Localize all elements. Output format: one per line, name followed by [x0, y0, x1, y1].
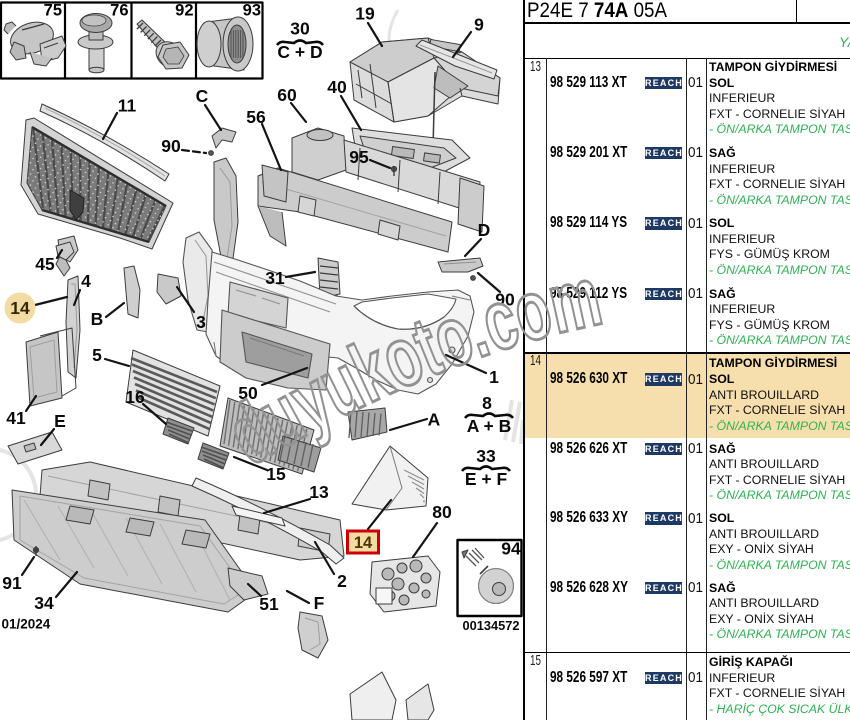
svg-text:94: 94	[501, 539, 521, 559]
svg-text:91: 91	[2, 573, 22, 593]
svg-text:3: 3	[196, 312, 206, 332]
svg-text:16: 16	[125, 387, 145, 407]
svg-text:2: 2	[337, 571, 347, 591]
svg-text:41: 41	[6, 408, 26, 428]
svg-text:4: 4	[81, 271, 91, 291]
svg-text:11: 11	[118, 96, 137, 116]
svg-text:34: 34	[34, 593, 54, 613]
svg-text:F: F	[314, 593, 325, 613]
svg-text:duyukoto.com: duyukoto.com	[212, 249, 609, 483]
svg-text:E: E	[54, 411, 66, 431]
svg-text:30: 30	[290, 19, 310, 39]
svg-text:60: 60	[277, 85, 297, 105]
svg-text:A: A	[428, 410, 441, 430]
svg-text:01/2024: 01/2024	[2, 617, 51, 632]
svg-text:1: 1	[489, 367, 499, 387]
svg-text:E + F: E + F	[465, 469, 508, 489]
svg-text:33: 33	[476, 446, 496, 466]
svg-text:9: 9	[474, 15, 484, 35]
svg-text:93: 93	[243, 2, 261, 20]
svg-text:90: 90	[495, 290, 515, 310]
svg-text:56: 56	[246, 107, 266, 127]
svg-text:76: 76	[110, 2, 128, 20]
svg-text:8: 8	[482, 393, 492, 413]
svg-text:00134572: 00134572	[463, 618, 520, 633]
svg-text:5: 5	[92, 345, 102, 365]
svg-text:90: 90	[161, 136, 181, 156]
svg-text:50: 50	[238, 383, 258, 403]
svg-text:80: 80	[432, 502, 452, 522]
svg-text:95: 95	[349, 147, 369, 167]
svg-text:A + B: A + B	[467, 416, 512, 436]
svg-text:15: 15	[266, 464, 286, 484]
svg-text:45: 45	[35, 254, 55, 274]
svg-text:D: D	[478, 220, 491, 240]
svg-text:92: 92	[175, 2, 193, 20]
svg-text:40: 40	[327, 77, 347, 97]
svg-text:14: 14	[10, 298, 30, 318]
svg-text:31: 31	[265, 268, 285, 288]
svg-text:C + D: C + D	[277, 42, 322, 62]
svg-text:14: 14	[354, 534, 373, 552]
svg-text:51: 51	[259, 594, 279, 614]
svg-text:B: B	[91, 309, 104, 329]
svg-text:13: 13	[309, 482, 329, 502]
svg-text:C: C	[196, 86, 209, 106]
svg-text:19: 19	[355, 4, 375, 24]
svg-text:75: 75	[44, 2, 62, 20]
